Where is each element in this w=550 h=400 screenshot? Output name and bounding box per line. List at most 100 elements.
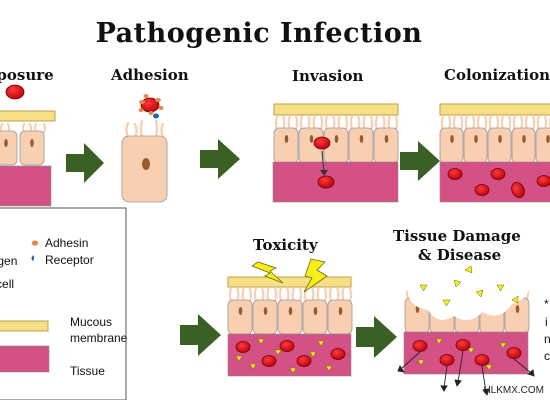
cilium <box>349 114 354 131</box>
epithelial-cell <box>273 127 299 164</box>
epithelial-cell <box>348 127 374 164</box>
side-note-text: n <box>544 332 550 346</box>
nucleus <box>284 135 289 143</box>
legend-tissue-swatch <box>0 345 50 373</box>
cilium <box>336 286 340 303</box>
pathogen <box>412 340 428 352</box>
lightning-icon <box>303 258 328 293</box>
cilium <box>278 286 283 303</box>
stage-label-adhesion: Adhesion <box>111 66 189 84</box>
legend-label-membrane: membrane <box>70 331 128 345</box>
legend-label-epithelial-cell: Epithelial cell <box>0 277 15 291</box>
cilium <box>294 114 299 131</box>
adhesin-icon <box>31 240 39 246</box>
cilia <box>125 119 165 139</box>
diagram-title: Pathogenic Infection <box>95 18 423 49</box>
cilium <box>332 114 336 131</box>
pathogen <box>474 354 490 366</box>
epithelial-cell <box>302 299 328 335</box>
nucleus <box>288 307 293 315</box>
stage-label-exposure: Exposure <box>0 66 54 84</box>
mucous-membrane <box>273 103 399 116</box>
stage-label-tissue-damage: Tissue Damage <box>393 227 521 245</box>
stage-label-colonization: Colonization <box>444 66 550 84</box>
panel-exposure <box>0 84 56 207</box>
movement-arrowhead <box>320 170 328 176</box>
cilium <box>476 114 481 131</box>
stage-label-disease: & Disease <box>418 246 502 264</box>
cilium <box>319 114 324 131</box>
cilium <box>524 114 529 131</box>
tissue <box>439 161 550 203</box>
legend-label-pathogen: Pathogen <box>0 254 18 268</box>
pathogen-group <box>447 168 550 199</box>
cilium <box>459 114 464 131</box>
pathogen <box>313 136 331 150</box>
legend-label-tissue: Tissue <box>70 364 105 378</box>
panel-tissue-damage <box>397 263 535 396</box>
cilium <box>236 286 240 303</box>
cilium <box>261 286 265 303</box>
nucleus <box>263 307 268 315</box>
cilium <box>287 114 291 131</box>
epithelial-cell <box>373 127 399 164</box>
cilium <box>299 114 304 131</box>
pathogen <box>330 348 346 360</box>
epithelial-cell <box>487 127 512 164</box>
pathogen <box>511 181 525 199</box>
pathogen <box>536 175 550 187</box>
pathogen-group <box>412 339 522 366</box>
cilium <box>291 286 295 303</box>
panel-toxicity <box>227 258 353 377</box>
cilium <box>228 286 233 303</box>
epithelial-cell <box>0 130 18 166</box>
cilium <box>273 286 278 303</box>
cilium <box>374 114 379 131</box>
nucleus <box>334 135 339 143</box>
nucleus <box>515 305 520 313</box>
panel-adhesion <box>121 94 168 203</box>
receptor-icon <box>31 255 34 261</box>
epithelial-cell <box>227 299 253 335</box>
cilium <box>341 286 345 303</box>
panel-invasion <box>272 103 399 203</box>
nucleus <box>313 307 318 315</box>
cilium <box>307 114 311 131</box>
panel-colonization <box>439 103 550 203</box>
tissue <box>272 161 399 203</box>
cilium <box>531 114 536 131</box>
legend-box <box>0 207 127 400</box>
cilium <box>324 114 329 131</box>
legend-mucous-swatch <box>0 320 49 332</box>
nucleus <box>384 135 389 143</box>
cilium <box>495 114 500 131</box>
arrow-right <box>200 139 240 179</box>
damage-cloud <box>401 263 532 321</box>
epithelial-cell <box>277 299 303 335</box>
cilium <box>348 286 353 303</box>
cilium <box>311 286 315 303</box>
pathogen-group <box>235 340 346 367</box>
spread-arrows <box>397 350 535 396</box>
nucleus <box>338 307 343 315</box>
epithelial-layer <box>273 127 399 164</box>
cilium <box>241 286 245 303</box>
mucous-membrane <box>0 110 56 122</box>
nucleus <box>546 135 550 143</box>
cilium <box>298 286 303 303</box>
nucleus <box>309 135 314 143</box>
side-note-text: * <box>544 297 549 311</box>
epithelial-cell <box>19 130 45 166</box>
mucous-membrane <box>227 276 352 288</box>
legend-label-mucous: Mucous <box>70 315 113 329</box>
cilia <box>274 114 399 131</box>
cilium <box>507 114 512 131</box>
epithelial-layer <box>227 299 353 335</box>
pathogen <box>447 168 463 180</box>
cilium <box>286 286 290 303</box>
cilium <box>357 114 361 131</box>
cilium <box>387 114 391 131</box>
cilium <box>323 286 328 303</box>
cilium <box>500 114 505 131</box>
